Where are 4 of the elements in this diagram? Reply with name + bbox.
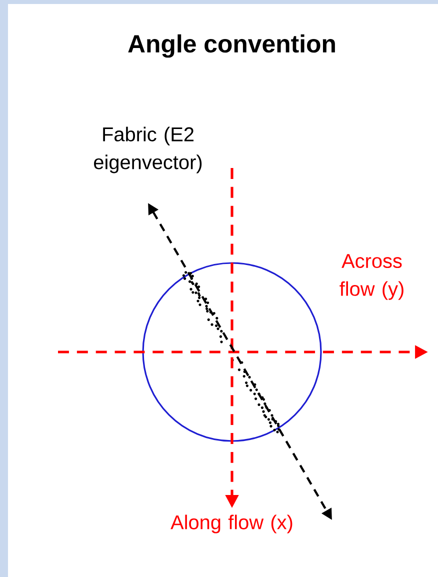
axis-label: Across flow (y): [340, 254, 404, 300]
axis-label: Along flow (x): [170, 514, 292, 534]
title: Angle convention: [128, 34, 335, 58]
axis-label: Fabric (E2 eigenvector): [94, 126, 202, 174]
